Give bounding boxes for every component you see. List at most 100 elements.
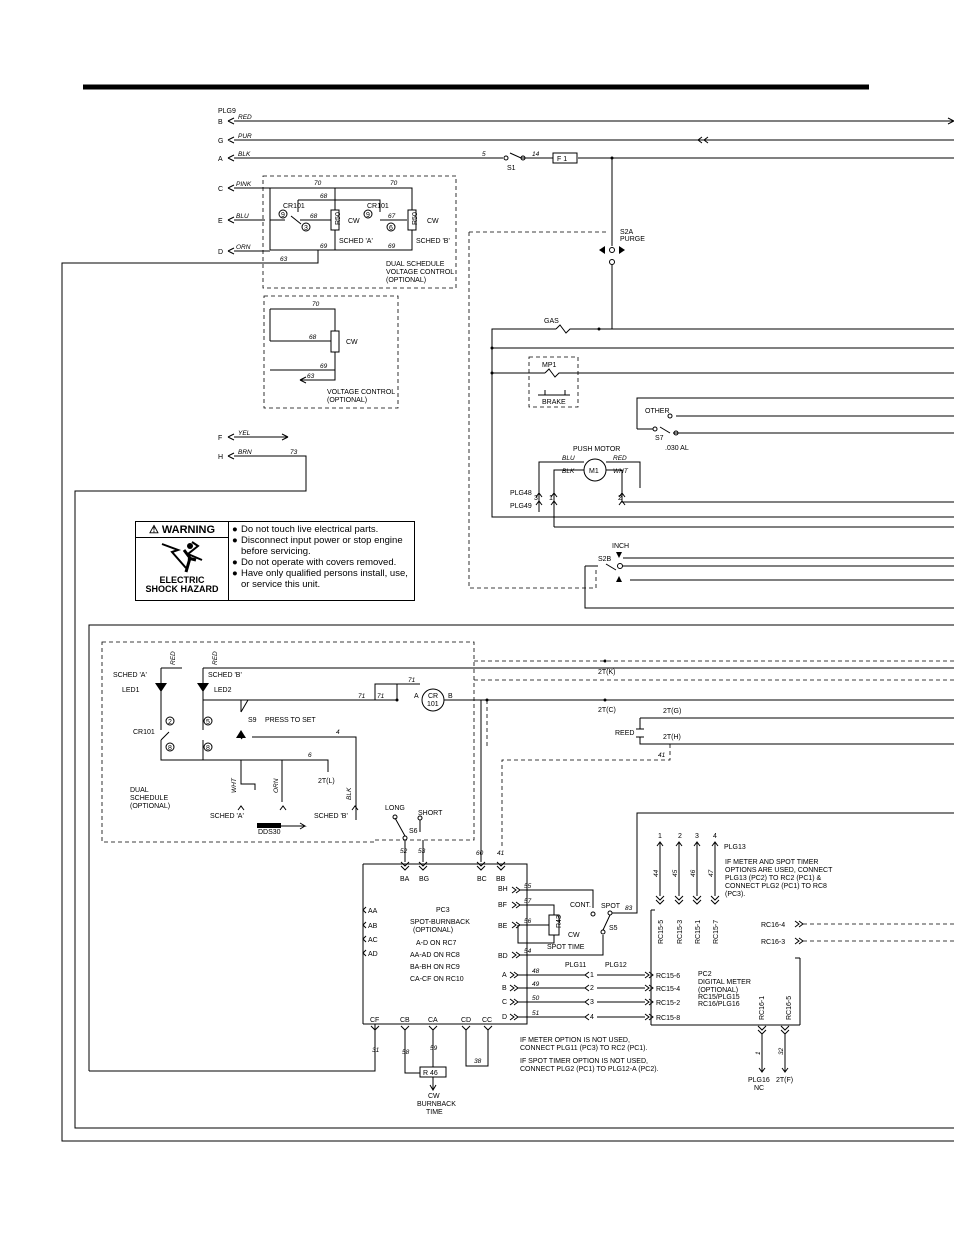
reed-label: REED — [615, 730, 634, 737]
pc3-num-58: 58 — [402, 1049, 410, 1056]
inch-label: INCH — [612, 543, 629, 550]
spot-time-label: SPOT TIME — [547, 944, 585, 951]
wire-num-5: 5 — [482, 151, 486, 158]
pin-rc15-3: RC15-3 — [677, 920, 684, 944]
plg13-pin-3: 3 — [695, 833, 699, 840]
pc3-num-41: 41 — [497, 850, 505, 857]
warning-label: ⚠ WARNING ELECTRIC SHOCK HAZARD ●Do not … — [135, 521, 415, 601]
ds-red-label: RED — [170, 651, 177, 665]
pin-rc15-1: RC15-1 — [695, 920, 702, 944]
ds-num-71a: 71 — [377, 693, 385, 700]
t2g-label: 2T(G) — [663, 708, 681, 715]
pin-cc: CC — [482, 1017, 492, 1024]
pin-bd: BD — [498, 953, 508, 960]
sched-a-label: SCHED 'A' — [339, 238, 373, 245]
brake-label: BRAKE — [542, 399, 566, 406]
bottom-notes: IF METER OPTION IS NOT USED, CONNECT PLG… — [520, 1037, 659, 1073]
ds-schedule-label: SCHEDULE — [130, 795, 168, 802]
pm-wht-label: WHT — [613, 468, 629, 475]
wire-num-14: 14 — [532, 151, 540, 158]
pin-ac: AC — [368, 937, 378, 944]
ds-contact-8a: 8 — [168, 745, 172, 752]
vc-num-63: 63 — [307, 373, 315, 380]
wire-num-63a: 63 — [280, 256, 288, 263]
pin-b: B — [502, 985, 507, 992]
plg-row-3: 3 — [590, 999, 594, 1006]
vc-optional: (OPTIONAL) — [327, 397, 367, 404]
wire-num-69a: 69 — [320, 243, 328, 250]
wire-num-68b: 68 — [310, 213, 318, 220]
t2c-label: 2T(C) — [598, 707, 616, 714]
wire-blu-label: BLU — [236, 213, 249, 220]
note-nospot-2: CONNECT PLG2 (PC1) TO PLG12-A (PC2). — [520, 1066, 659, 1073]
s5-label: S5 — [609, 925, 618, 932]
ds-blk-label: BLK — [346, 787, 353, 800]
warning-item: ●Have only qualified persons install, us… — [232, 568, 411, 590]
pin-bb: BB — [496, 876, 506, 883]
s6-num-52: 52 — [400, 848, 408, 855]
ds-contact-2: 2 — [168, 719, 172, 726]
pc2-num-44: 44 — [653, 869, 660, 877]
pc3-rc8: AA-AD ON RC8 — [410, 952, 460, 959]
pin-rc15-4: RC15-4 — [656, 986, 680, 993]
contact-6: 6 — [389, 225, 393, 232]
pc3-num-54: 54 — [524, 948, 532, 955]
s2a-label: S2A — [620, 229, 634, 236]
pin-c-label: C — [218, 186, 223, 193]
s9-label: S9 — [248, 717, 257, 724]
pc2-rc16plg16: RC16/PLG16 — [698, 1001, 740, 1008]
pin-d-label: D — [218, 249, 223, 256]
short-label: SHORT — [418, 810, 443, 817]
spot-label: SPOT — [601, 903, 621, 910]
warning-item-text: Disconnect input power or stop engine be… — [241, 535, 403, 557]
pin-rc15-7: RC15-7 — [713, 920, 720, 944]
warning-item: ●Do not touch live electrical parts. — [232, 524, 379, 535]
wire-red-label: RED — [238, 114, 252, 121]
warning-item: ●Do not operate with covers removed. — [232, 557, 397, 568]
s1-label: S1 — [507, 165, 516, 172]
pm-blu-label: BLU — [562, 455, 575, 462]
plg13-pin-4: 4 — [713, 833, 717, 840]
pin-rc16-3: RC16-3 — [761, 939, 785, 946]
plg12-label: PLG12 — [605, 962, 627, 969]
note-meter-3: PLG13 (PC2) TO RC2 (PC1) & — [725, 875, 822, 882]
note-nospot-1: IF SPOT TIMER OPTION IS NOT USED, — [520, 1058, 648, 1065]
contact-9a: 9 — [281, 212, 285, 219]
warning-item: ●Disconnect input power or stop engine b… — [232, 535, 411, 557]
ds-optional-label: (OPTIONAL) — [130, 803, 170, 810]
pc2-digital-meter: DIGITAL METER — [698, 979, 751, 986]
pc3-num-50: 50 — [532, 995, 540, 1002]
pin-f-label: F — [218, 435, 222, 442]
pin-ad: AD — [368, 951, 378, 958]
wire-num-73: 73 — [290, 449, 298, 456]
reed-section: 2T(K) 2T(C) 2T(G) 2T(H) REED 41 — [474, 659, 954, 846]
pin-bc: BC — [477, 876, 487, 883]
r43-label: R43 — [556, 915, 563, 928]
dual-schedule-panel: SCHED 'A' SCHED 'B' RED RED LED1 LED2 CR… — [101, 641, 954, 843]
pc3-num-56: 56 — [524, 918, 532, 925]
cr101-label-b: CR101 — [367, 203, 389, 210]
reed-num-41: 41 — [658, 752, 666, 759]
vc-num-68: 68 — [309, 334, 317, 341]
pin-rc15-8: RC15-8 — [656, 1015, 680, 1022]
pin-cf: CF — [370, 1017, 379, 1024]
pm-red-label: RED — [613, 455, 627, 462]
pc2-rc15plg15: RC15/PLG15 — [698, 994, 740, 1001]
pc2-optional: (OPTIONAL) — [698, 987, 738, 994]
pin-bf: BF — [498, 902, 507, 909]
pc2-num-46: 46 — [690, 869, 697, 877]
push-motor-label: PUSH MOTOR — [573, 446, 620, 453]
pc3-num-51: 51 — [532, 1010, 540, 1017]
hazard-line-1: ELECTRIC — [159, 575, 205, 585]
dsvc-line3: (OPTIONAL) — [386, 277, 426, 284]
led1-label: LED1 — [122, 687, 140, 694]
warning-items: ●Do not touch live electrical parts. ●Di… — [229, 522, 414, 600]
contact-3: 3 — [304, 225, 308, 232]
pin-e-label: E — [218, 218, 223, 225]
time-label: TIME — [426, 1109, 443, 1116]
al030-label: .030 AL — [665, 445, 689, 452]
pc3-num-60: 60 — [476, 850, 484, 857]
pin-d: D — [502, 1014, 507, 1021]
vc-cw-label: CW — [346, 339, 358, 346]
